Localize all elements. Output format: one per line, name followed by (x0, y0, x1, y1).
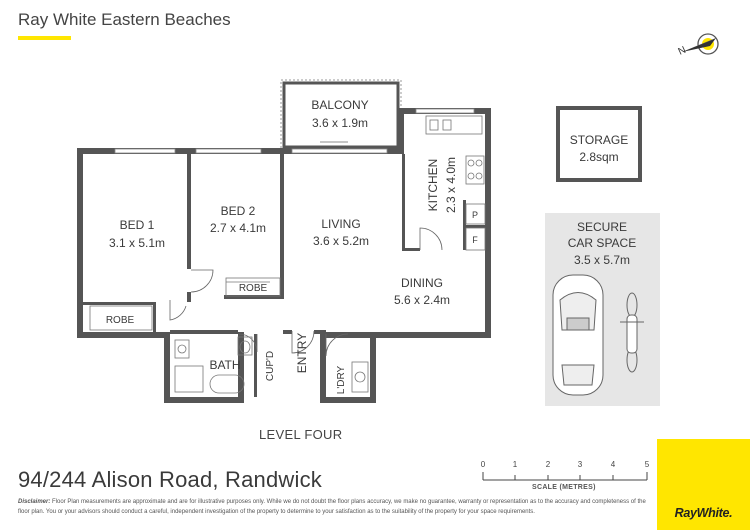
kitchen-fixtures (425, 115, 486, 251)
kitchen-size: 2.3 x 4.0m (444, 157, 458, 213)
cupboard-label: CUP'D (265, 351, 276, 381)
disclaimer-text: Floor Plan measurements are approximate … (18, 499, 646, 515)
robe-bed1 (89, 305, 153, 331)
agency-name: Ray White Eastern Beaches (18, 10, 231, 29)
car-icon (552, 274, 604, 396)
kitchen-label: KITCHEN (426, 159, 440, 212)
living-label: LIVING (321, 217, 360, 231)
storage-box (556, 106, 642, 182)
windows (114, 108, 475, 154)
compass-icon: N (677, 33, 719, 58)
doors (169, 141, 443, 357)
robe-bed2-label: ROBE (239, 283, 268, 294)
scale-tick-2: 2 (546, 460, 551, 469)
interior-walls (83, 154, 485, 397)
balcony-size: 3.6 x 1.9m (312, 116, 368, 130)
dining-size: 5.6 x 2.4m (394, 293, 450, 307)
dining-label: DINING (401, 276, 443, 290)
fridge-label: F (472, 235, 478, 245)
car-space-label-1: SECURE (577, 220, 627, 234)
robe-bed2 (225, 277, 281, 297)
bath-label: BATH (209, 358, 240, 372)
disclaimer: Disclaimer: Floor Plan measurements are … (18, 498, 650, 517)
scale-tick-0: 0 (481, 460, 486, 469)
scale-title: SCALE (METRES) (532, 484, 596, 491)
floor-plan: BALCONY 3.6 x 1.9m BED 1 3.1 x 5.1m BED … (77, 79, 660, 406)
entry-label: ENTRY (295, 333, 309, 373)
balcony-label: BALCONY (311, 98, 368, 112)
living-size: 3.6 x 5.2m (313, 234, 369, 248)
level-label: LEVEL FOUR (259, 427, 343, 442)
bed1-label: BED 1 (120, 218, 155, 232)
motorbike-icon (620, 292, 644, 373)
laundry-label: L'DRY (336, 365, 347, 394)
scale-tick-5: 5 (645, 460, 650, 469)
storage-size: 2.8sqm (579, 150, 618, 164)
bed2-label: BED 2 (221, 204, 256, 218)
robe-bed1-label: ROBE (106, 315, 135, 326)
pantry-label: P (472, 210, 478, 220)
scale-tick-1: 1 (513, 460, 518, 469)
svg-text:N: N (677, 45, 688, 58)
property-address: 94/244 Alison Road, Randwick (18, 467, 323, 492)
scale-tick-3: 3 (578, 460, 583, 469)
car-space-size: 3.5 x 5.7m (574, 253, 630, 267)
storage-label: STORAGE (570, 133, 628, 147)
balcony (280, 79, 402, 151)
bed1-size: 3.1 x 5.1m (109, 236, 165, 250)
scale-bar: 0 1 2 3 4 5 (481, 460, 650, 481)
scale-tick-4: 4 (611, 460, 616, 469)
raywhite-logo: RayWhite. (657, 439, 750, 530)
bathroom-fixtures (174, 281, 369, 394)
raywhite-logo-text: RayWhite. (674, 506, 733, 520)
car-space-label-2: CAR SPACE (568, 236, 636, 250)
bed2-size: 2.7 x 4.1m (210, 221, 266, 235)
disclaimer-label: Disclaimer: (18, 499, 51, 505)
agency-underline (18, 36, 71, 40)
